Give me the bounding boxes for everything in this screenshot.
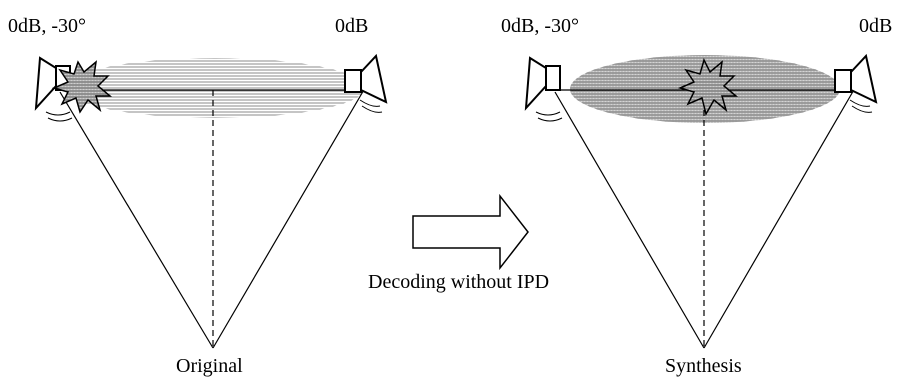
sound-source-starburst-icon bbox=[677, 57, 739, 116]
right-speaker-line bbox=[703, 87, 856, 349]
original-right-speaker-label: 0dB bbox=[335, 15, 369, 37]
synthesis-panel bbox=[524, 53, 878, 349]
left-speaker-icon bbox=[524, 56, 563, 122]
sound-source-starburst-icon bbox=[51, 60, 113, 114]
original-panel bbox=[34, 53, 388, 349]
processing-arrow-icon bbox=[412, 193, 529, 271]
arrow-caption: Decoding without IPD bbox=[368, 271, 550, 293]
synthesis-right-speaker-label: 0dB bbox=[859, 15, 893, 37]
left-speaker-line bbox=[554, 91, 705, 349]
synthesis-left-speaker-label: 0dB, -30° bbox=[501, 15, 579, 37]
left-speaker-line bbox=[59, 91, 214, 349]
original-left-speaker-label: 0dB, -30° bbox=[8, 15, 86, 37]
right-speaker-icon bbox=[834, 53, 878, 113]
sound-image-blur bbox=[65, 58, 365, 118]
right-speaker-icon bbox=[344, 53, 388, 113]
right-speaker-line bbox=[212, 87, 366, 349]
synthesis-caption: Synthesis bbox=[665, 355, 742, 377]
original-caption: Original bbox=[176, 355, 243, 377]
